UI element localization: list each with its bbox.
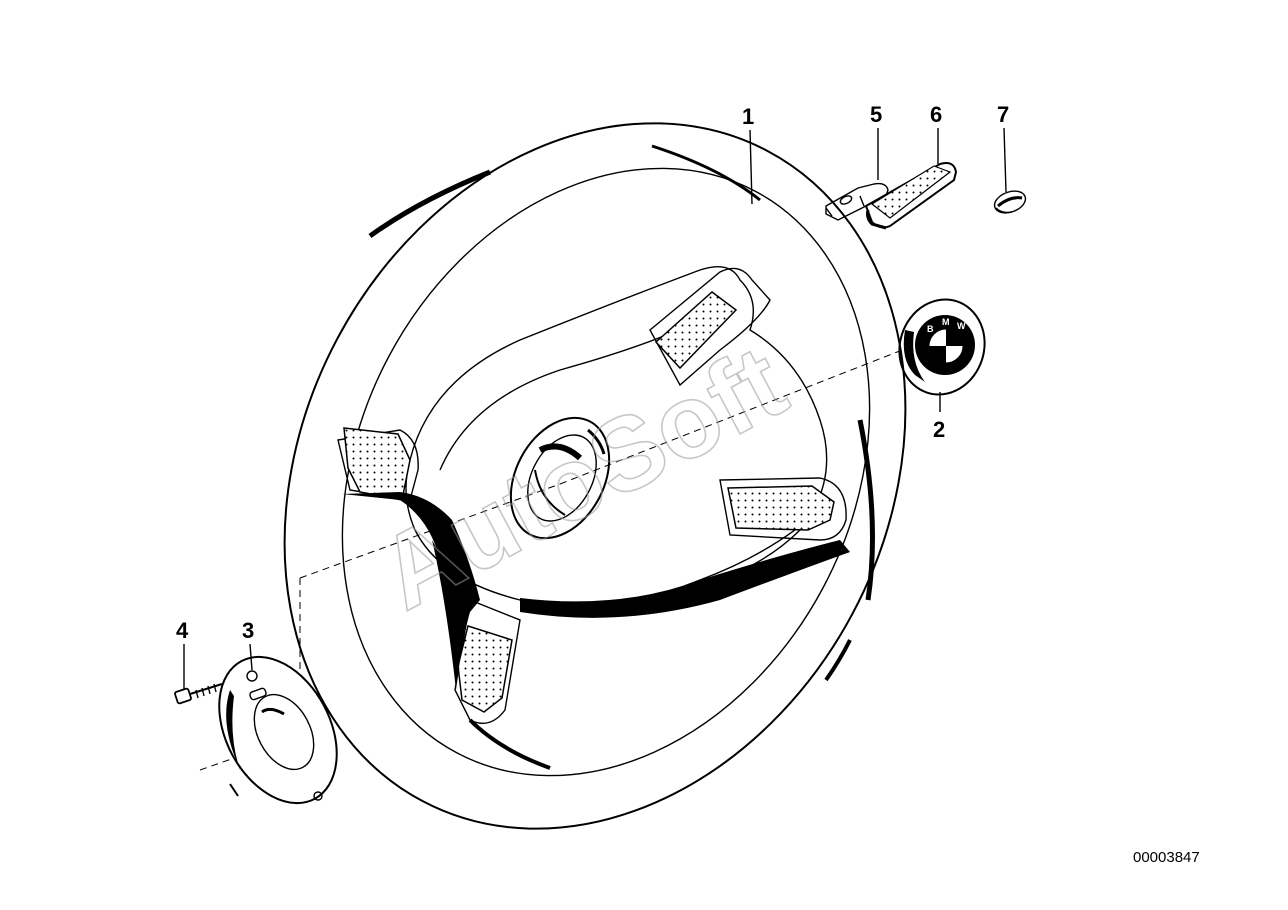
callout-1: 1: [742, 104, 754, 129]
hub-collar-inner: [527, 434, 597, 522]
assembly-axis-badge: [559, 344, 916, 485]
spoke-shadow-bottom: [520, 540, 850, 618]
badge-letter-w: W: [957, 321, 966, 331]
spoke-right: [719, 477, 847, 541]
badge-letter-b: B: [927, 324, 934, 334]
leader-7: [1003, 127, 1007, 193]
wheel-hub-pad: [405, 266, 828, 605]
leader-1: [749, 129, 753, 205]
leader-3: [249, 643, 253, 671]
spoke-lower-left: [454, 599, 521, 724]
spoke-pad-lower-left: [457, 625, 513, 713]
spoke-left: [337, 429, 419, 501]
assembly-axis-hub: [299, 483, 561, 579]
steering-wheel: [283, 122, 907, 830]
screw: [174, 683, 223, 705]
wheel-rim-inner: [341, 167, 871, 777]
spoke-pad-upper-right: [654, 291, 738, 370]
figure-number: 00003847: [1133, 849, 1200, 866]
callout-3: 3: [242, 618, 254, 643]
callout-7: 7: [997, 102, 1009, 127]
callout-6: 6: [930, 102, 942, 127]
contact-ring: [218, 655, 338, 805]
hub-collar-outer: [509, 416, 611, 540]
callout-5: 5: [870, 102, 882, 127]
callout-4: 4: [176, 618, 189, 643]
small-emblem-cap: [993, 190, 1027, 214]
spoke-pad-left: [343, 427, 411, 501]
horn-clip: [825, 182, 889, 221]
bmw-emblem: B M W: [898, 298, 986, 396]
callout-2: 2: [933, 417, 945, 442]
badge-letter-m: M: [942, 317, 950, 327]
horn-button-pad: [864, 162, 958, 230]
spoke-upper-right: [649, 267, 771, 387]
spoke-pad-right: [727, 485, 835, 531]
wheel-rim-outer: [283, 122, 907, 830]
